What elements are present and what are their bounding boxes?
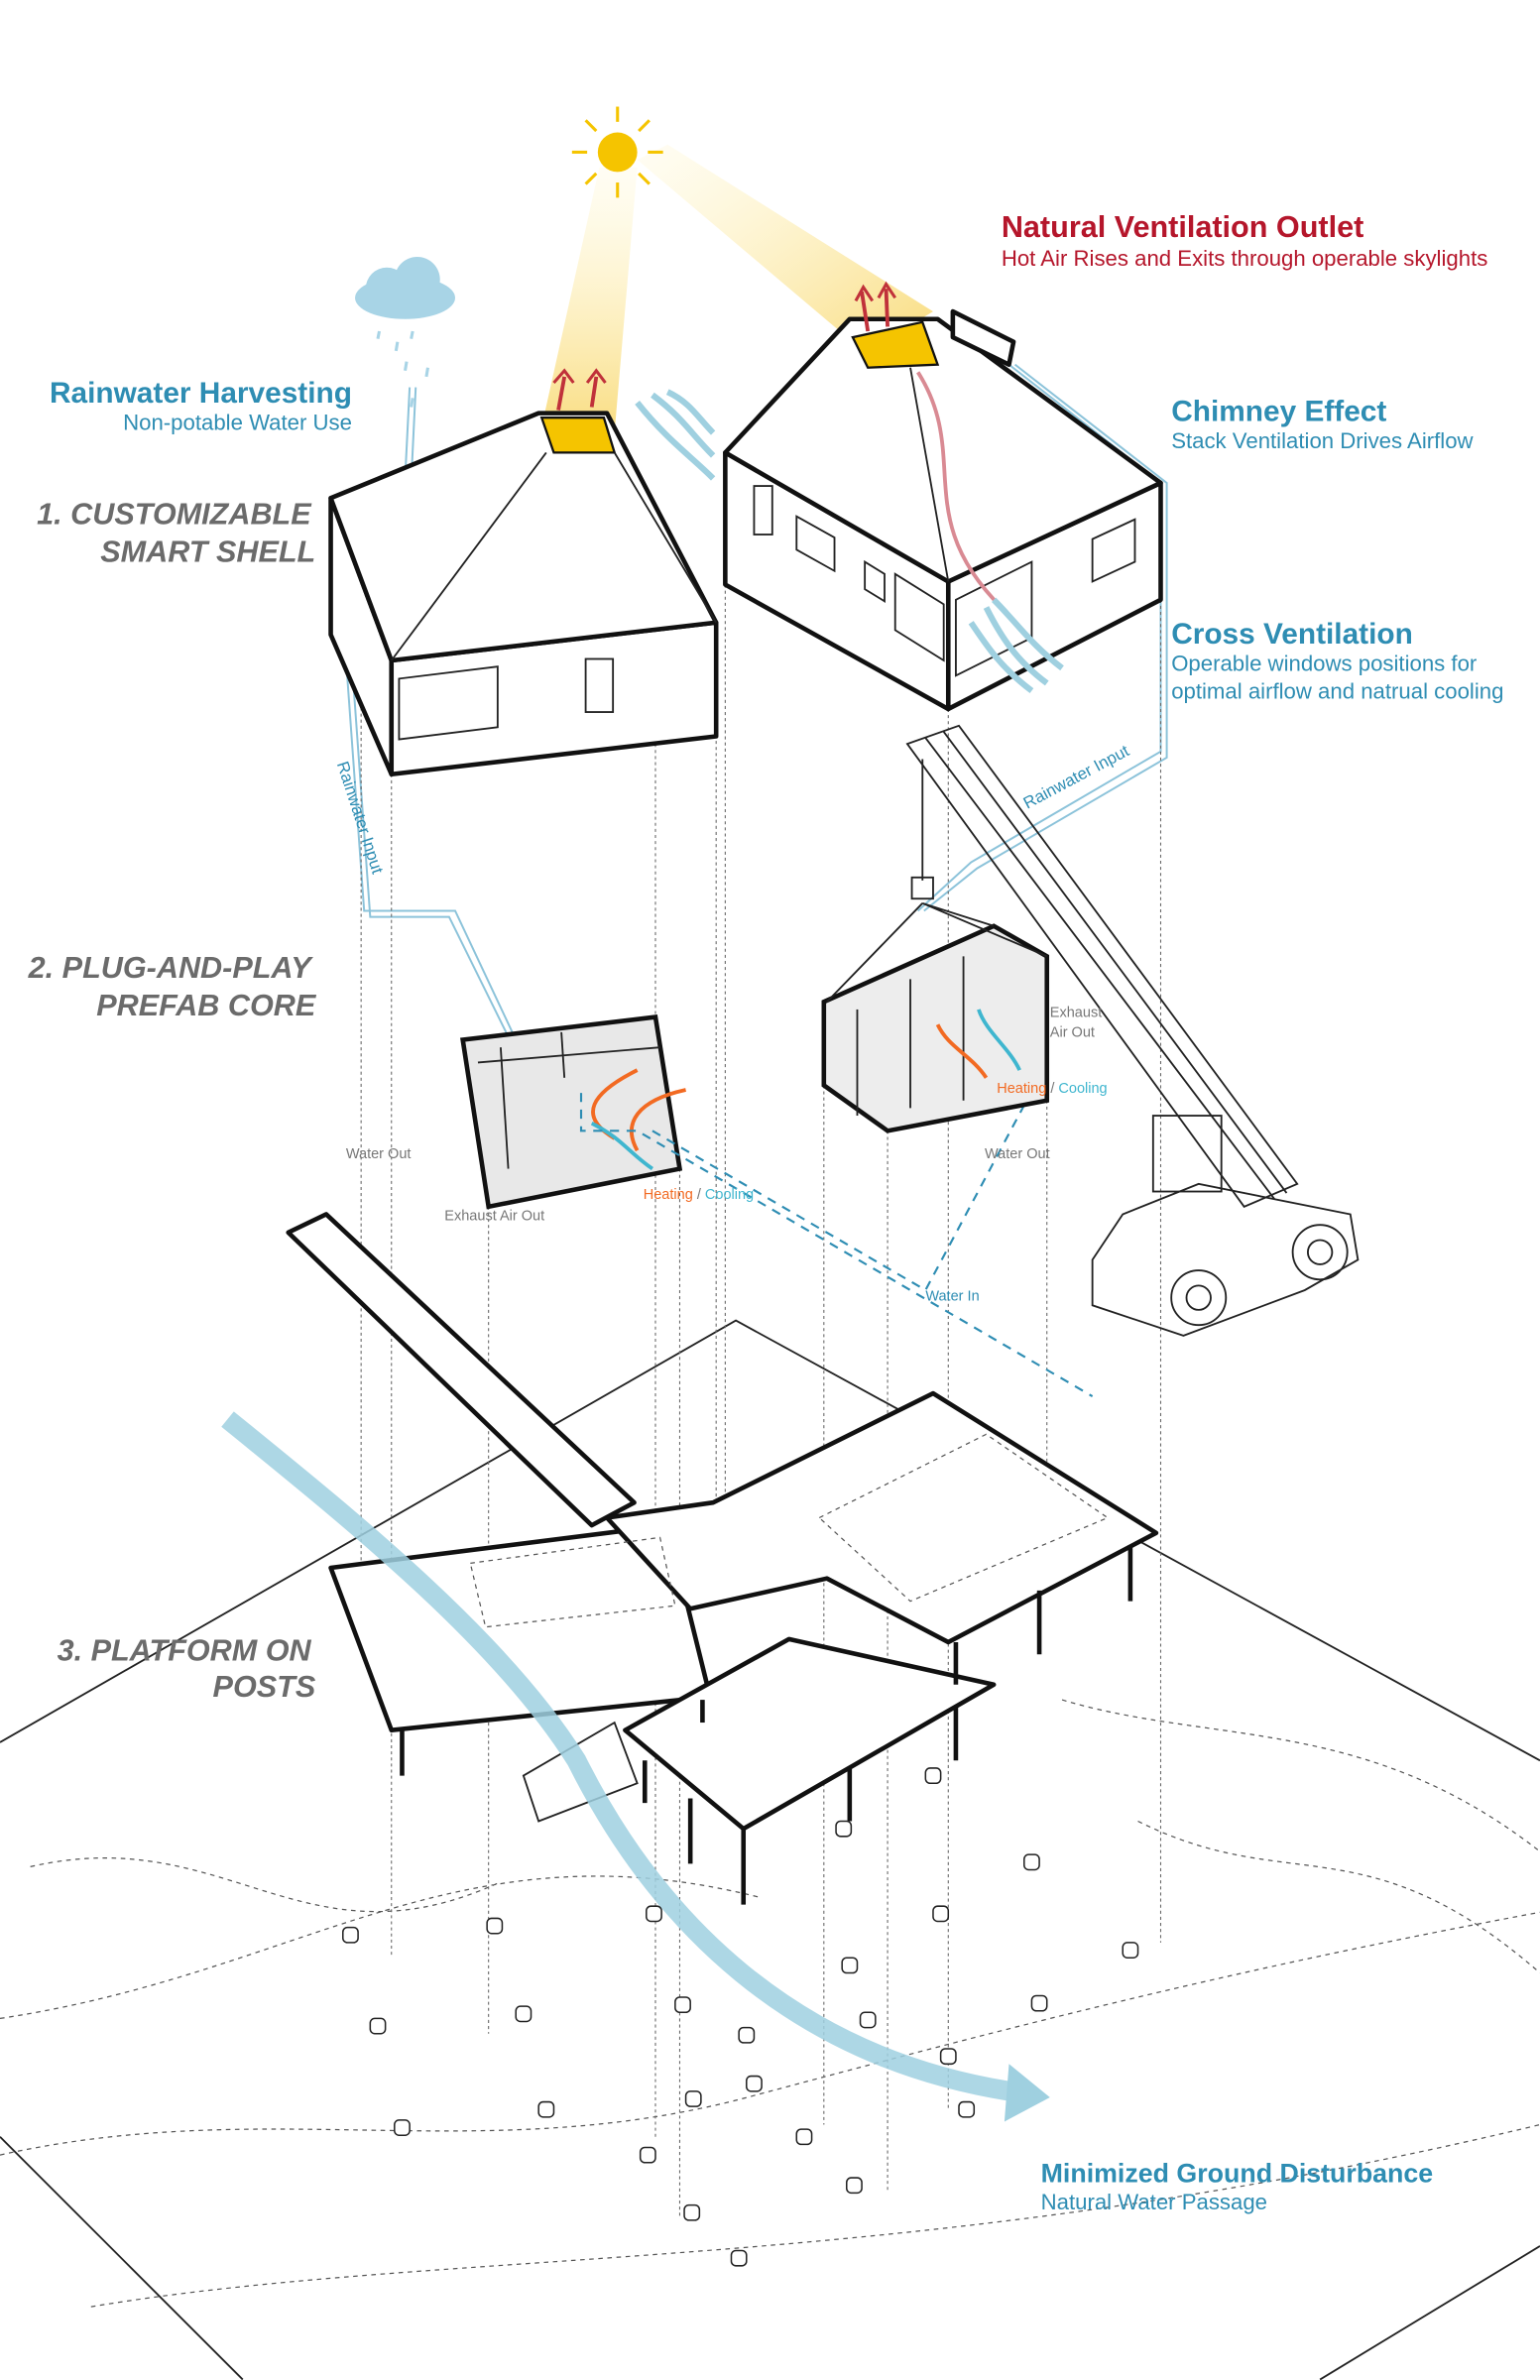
water-out-label-right: Water Out: [985, 1146, 1050, 1162]
rainwater-harvesting-subtitle: Non-potable Water Use: [123, 410, 352, 434]
cross-ventilation-subtitle-1: Operable windows positions for: [1171, 652, 1478, 676]
cross-ventilation-title: Cross Ventilation: [1171, 618, 1413, 651]
rainwater-harvesting-title: Rainwater Harvesting: [50, 377, 352, 410]
exhaust-label-right: Exhaust: [1050, 1006, 1102, 1021]
water-arrow-head: [1004, 2064, 1050, 2122]
rain-cloud-icon: [355, 257, 456, 408]
prefab-core-right: [821, 923, 1050, 1133]
step-2-line-1: 2. PLUG-AND-PLAY: [28, 951, 314, 985]
platform-on-posts: [286, 1212, 1159, 1905]
heating-cooling-label-right: Heating / Cooling: [997, 1081, 1107, 1097]
smart-shell-left: [328, 368, 719, 777]
chimney-effect-subtitle: Stack Ventilation Drives Airflow: [1171, 428, 1474, 453]
water-in-label: Water In: [925, 1289, 979, 1305]
pier-footings: [342, 1767, 1139, 2267]
natural-ventilation-subtitle: Hot Air Rises and Exits through operable…: [1002, 246, 1488, 271]
chimney-effect-title: Chimney Effect: [1171, 395, 1386, 427]
heating-cooling-label-left: Heating / Cooling: [644, 1187, 754, 1203]
crane: [826, 724, 1360, 1337]
prefab-core-left: [460, 1014, 1094, 1398]
cross-ventilation-subtitle-2: optimal airflow and natrual cooling: [1171, 678, 1503, 703]
water-out-label-left: Water Out: [346, 1146, 412, 1162]
step-3-line-2: POSTS: [213, 1670, 316, 1704]
ground-disturbance-subtitle: Natural Water Passage: [1041, 2190, 1267, 2214]
ground-disturbance-title: Minimized Ground Disturbance: [1041, 2159, 1434, 2189]
smart-shell-right: [723, 281, 1163, 712]
step-3-line-1: 3. PLATFORM ON: [58, 1633, 312, 1667]
step-1-line-2: SMART SHELL: [100, 536, 315, 569]
water-passage-arrow: [221, 1411, 1033, 2104]
step-1-line-1: 1. CUSTOMIZABLE: [37, 497, 312, 531]
air-out-label-right: Air Out: [1050, 1024, 1095, 1040]
step-2-line-2: PREFAB CORE: [96, 989, 317, 1022]
natural-ventilation-title: Natural Ventilation Outlet: [1002, 210, 1363, 244]
exhaust-air-out-label-left: Exhaust Air Out: [444, 1209, 544, 1225]
ground-plane: [0, 1319, 1540, 2380]
